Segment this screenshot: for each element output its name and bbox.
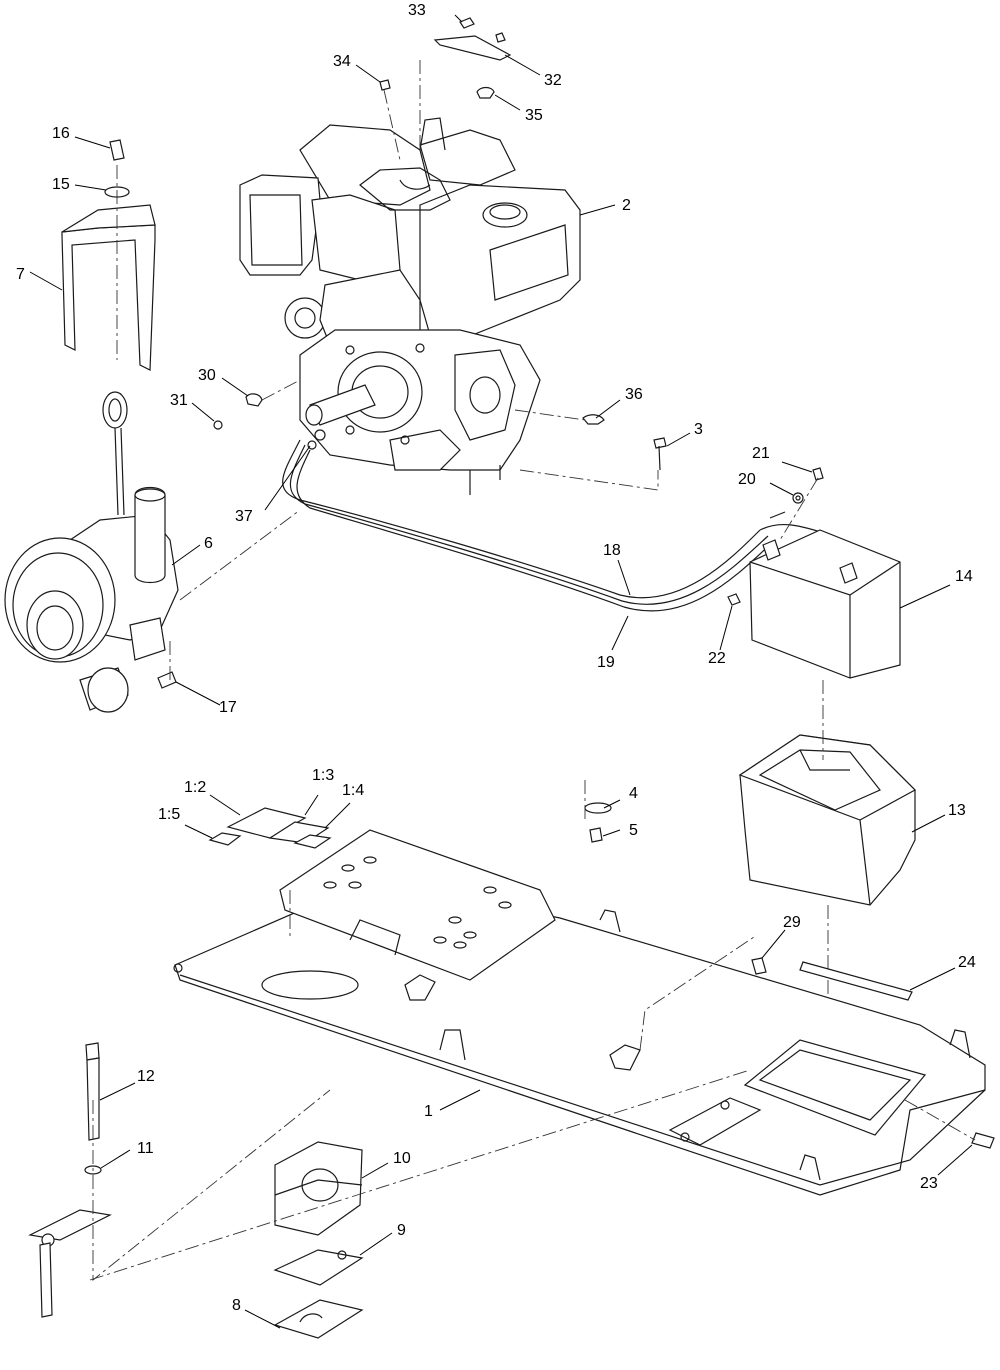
callout-14: 14 [955,568,973,585]
callout-15: 15 [52,176,70,193]
callout-21: 21 [752,445,770,462]
callout-3: 3 [694,421,703,438]
callout-2: 2 [622,197,631,214]
rail-and-cap [799,961,995,1149]
engine-side-hardware [514,409,667,491]
callout-29: 29 [783,914,801,931]
base-plate [173,829,986,1196]
water-pump [4,391,301,713]
callout-36: 36 [625,386,643,403]
callout-30: 30 [198,367,216,384]
callout-35: 35 [525,107,543,124]
callout-12: 12 [137,1068,155,1085]
callout-18: 18 [603,542,621,559]
callout-23: 23 [920,1175,938,1192]
callout-4: 4 [629,785,638,802]
callout-31: 31 [170,392,188,409]
callout-11: 11 [137,1140,154,1157]
callout-7: 7 [16,266,25,283]
callout-5: 5 [629,822,638,839]
clamp-hardware [213,379,317,450]
callout-9: 9 [397,1222,406,1239]
callout-16: 16 [52,125,70,142]
clamp-assembly [28,1042,751,1339]
callout-33: 33 [408,2,426,19]
callout-8: 8 [232,1297,241,1314]
pump-bracket [61,139,156,371]
callout-19: 19 [597,654,615,671]
callout-13: 13 [948,802,966,819]
callout-1-3: 1:3 [312,767,335,784]
engine [239,117,581,495]
battery-box [738,680,916,1080]
battery-cables [282,439,851,612]
callout-1-4: 1:4 [342,782,365,799]
callout-20: 20 [738,471,756,488]
callout-24: 24 [958,954,976,971]
callout-17: 17 [219,699,237,716]
callout-22: 22 [708,650,726,667]
callout-32: 32 [544,72,562,89]
callout-1-5: 1:5 [158,806,181,823]
callout-1: 1 [424,1103,433,1120]
leader-lines [29,14,973,1329]
mount-hardware [584,780,767,975]
callout-1-2: 1:2 [184,779,207,796]
decals [208,807,332,849]
callout-6: 6 [204,535,213,552]
battery [727,467,901,679]
top-hardware [379,17,512,161]
callout-37: 37 [235,508,253,525]
callout-10: 10 [393,1150,411,1167]
callout-34: 34 [333,53,351,70]
